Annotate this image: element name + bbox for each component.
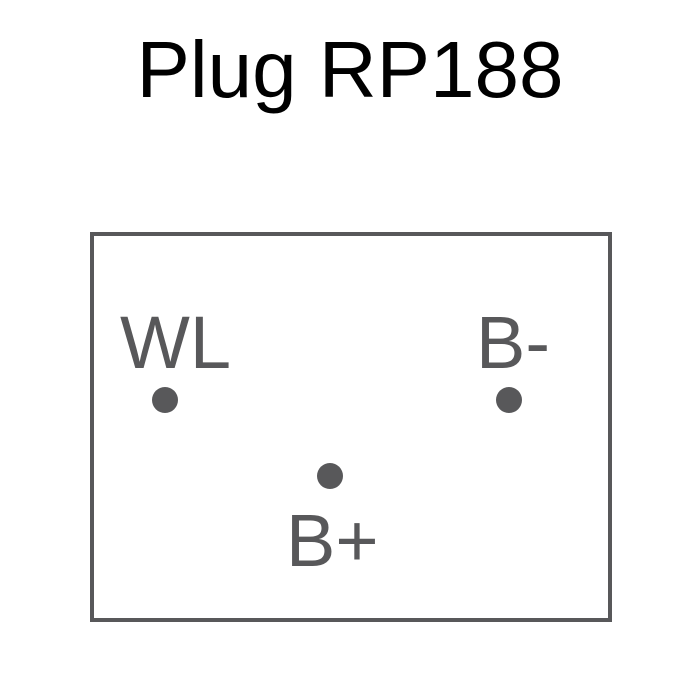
pin-wl-dot [152, 387, 178, 413]
pin-label-b-plus: B+ [286, 499, 379, 582]
pin-label-b-minus: B- [476, 301, 550, 384]
pin-b-plus-dot [317, 463, 343, 489]
diagram-title: Plug RP188 [136, 25, 564, 114]
pin-label-wl: WL [120, 301, 231, 384]
plug-outline [90, 232, 612, 622]
pin-b-minus-dot [496, 387, 522, 413]
